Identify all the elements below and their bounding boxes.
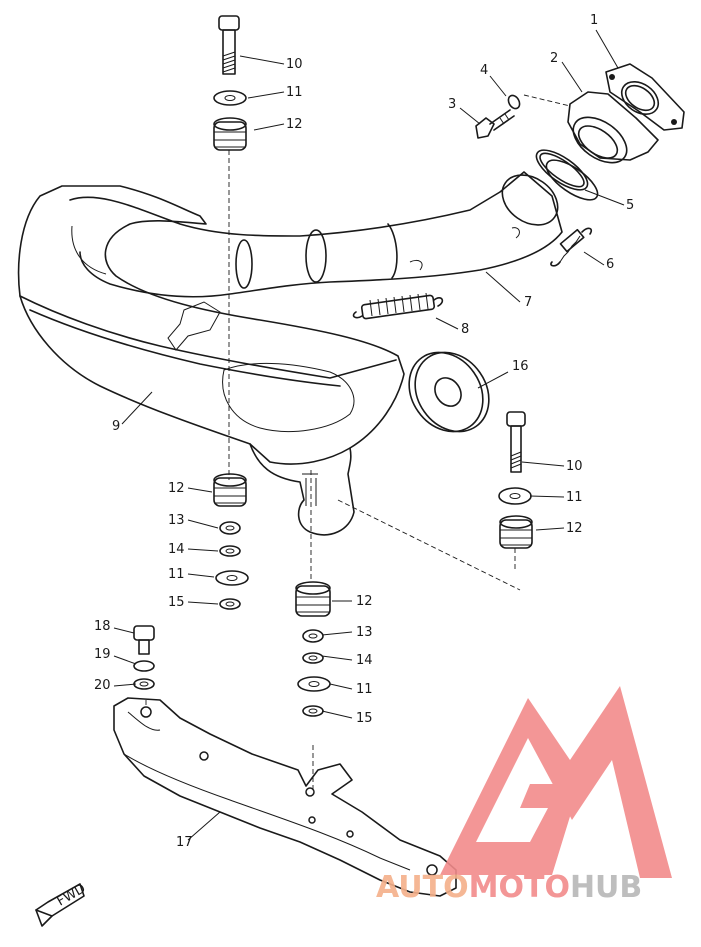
leader-line-c10 bbox=[239, 55, 285, 65]
callout-c18: 18 bbox=[94, 619, 111, 634]
callout-c14b: 14 bbox=[356, 653, 373, 668]
leader-line-c3 bbox=[459, 107, 481, 125]
leader-line-c1 bbox=[595, 29, 619, 69]
callout-c12: 12 bbox=[286, 117, 303, 132]
leader-line-c2 bbox=[561, 61, 583, 93]
fwd-label: FWD bbox=[55, 881, 89, 909]
exhaust-flange bbox=[567, 91, 659, 164]
top-bolt bbox=[218, 15, 240, 75]
callout-c19: 19 bbox=[94, 647, 111, 662]
leader-line-c5 bbox=[584, 189, 625, 206]
callout-c1: 1 bbox=[590, 13, 598, 28]
callout-c3: 3 bbox=[448, 97, 456, 112]
callout-c8: 8 bbox=[461, 322, 469, 337]
leader-line-c10b bbox=[521, 461, 565, 467]
right-washer bbox=[498, 487, 532, 505]
leader-line-c13 bbox=[187, 519, 219, 529]
callout-c20: 20 bbox=[94, 678, 111, 693]
callout-c13: 13 bbox=[168, 513, 185, 528]
leader-line-c12b bbox=[535, 527, 565, 531]
leader-line-c18 bbox=[113, 627, 135, 634]
watermark-auto: AUTO bbox=[376, 870, 469, 905]
watermark-word: AUTOMOTOHUB bbox=[376, 870, 642, 905]
flange-bolt bbox=[475, 109, 515, 139]
leader-line-c14 bbox=[187, 548, 219, 552]
bracket-lock-washer bbox=[133, 660, 155, 672]
callout-c7: 7 bbox=[524, 295, 532, 310]
leader-line-c11 bbox=[247, 91, 285, 99]
callout-c17: 17 bbox=[176, 835, 193, 850]
leader-line-c15 bbox=[187, 601, 219, 605]
callout-c11: 11 bbox=[286, 85, 303, 100]
leader-line-c14b bbox=[321, 655, 353, 661]
callout-c10: 10 bbox=[286, 57, 303, 72]
leader-line-c17 bbox=[187, 811, 221, 841]
callout-c14: 14 bbox=[168, 542, 185, 557]
callout-c2: 2 bbox=[550, 51, 558, 66]
bracket-bolt bbox=[133, 625, 155, 655]
left-mount-stack bbox=[213, 473, 249, 610]
exhaust-rings bbox=[535, 149, 599, 201]
leader-line-c11d bbox=[329, 683, 353, 690]
watermark-logo: AUTOMOTOHUB bbox=[376, 686, 672, 905]
flange-lock-washer bbox=[507, 94, 521, 110]
leader-line-c8 bbox=[435, 317, 459, 330]
gasket-plate bbox=[605, 63, 685, 131]
center-mount-stack bbox=[295, 581, 331, 717]
leader-line-c11c bbox=[187, 573, 215, 578]
callout-c11b: 11 bbox=[566, 490, 583, 505]
leader-line-c7 bbox=[485, 271, 521, 303]
right-damper bbox=[499, 515, 533, 549]
callout-c12b: 12 bbox=[566, 521, 583, 536]
mounting-bracket bbox=[113, 697, 457, 897]
leader-line-c20 bbox=[113, 683, 137, 687]
leader-line-c12c bbox=[187, 487, 213, 493]
leader-line-c6 bbox=[583, 251, 605, 266]
callout-c9: 9 bbox=[112, 419, 120, 434]
leader-line-c16 bbox=[477, 371, 509, 389]
leader-line-c12 bbox=[253, 123, 285, 131]
leader-line-c4 bbox=[489, 75, 507, 97]
leader-line-c19 bbox=[113, 655, 137, 665]
callout-c13b: 13 bbox=[356, 625, 373, 640]
callout-c11d: 11 bbox=[356, 682, 373, 697]
leader-line-c11b bbox=[529, 495, 565, 498]
rubber-grommet bbox=[408, 351, 490, 433]
fwd-arrow: FWD bbox=[35, 881, 89, 927]
callout-c16: 16 bbox=[512, 359, 529, 374]
exhaust-pipe bbox=[69, 171, 563, 298]
small-spring bbox=[550, 227, 593, 267]
top-washer bbox=[213, 90, 247, 106]
callout-c11c: 11 bbox=[168, 567, 185, 582]
right-bolt bbox=[506, 411, 526, 473]
callout-c15: 15 bbox=[168, 595, 185, 610]
callout-c12c: 12 bbox=[168, 481, 185, 496]
callout-c10b: 10 bbox=[566, 459, 583, 474]
long-spring bbox=[352, 292, 444, 320]
watermark-moto: MOTO bbox=[469, 870, 570, 905]
bracket-washer bbox=[133, 678, 155, 690]
watermark-hub: HUB bbox=[570, 870, 642, 905]
callout-c12d: 12 bbox=[356, 594, 373, 609]
muffler-body bbox=[17, 185, 405, 536]
leader-line-c9 bbox=[121, 391, 153, 425]
leader-line-c15b bbox=[321, 710, 353, 719]
top-damper bbox=[213, 117, 247, 151]
callout-c15b: 15 bbox=[356, 711, 373, 726]
leader-line-c13b bbox=[321, 631, 353, 636]
callout-c5: 5 bbox=[626, 198, 634, 213]
callout-c4: 4 bbox=[480, 63, 488, 78]
callout-c6: 6 bbox=[606, 257, 614, 272]
